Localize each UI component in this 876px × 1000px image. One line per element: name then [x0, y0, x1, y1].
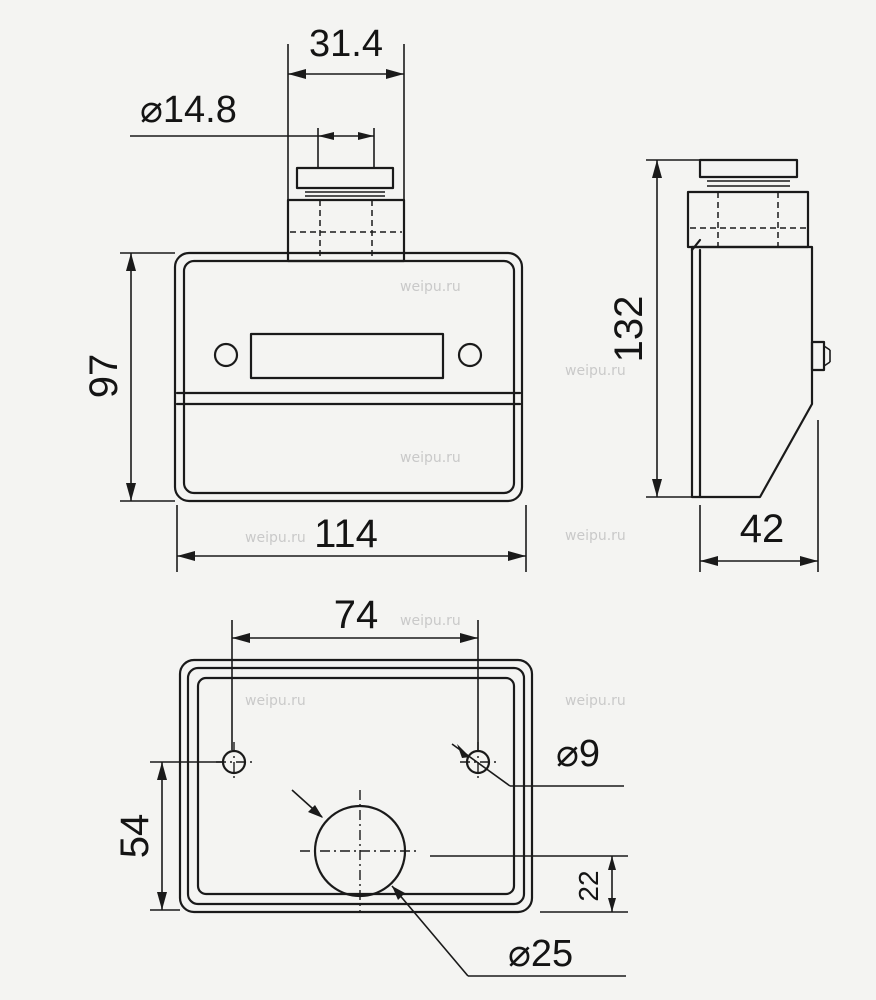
- gland-body: [286, 198, 406, 263]
- dim-depth-side: 42: [740, 507, 785, 551]
- watermark: weipu.ru: [565, 363, 626, 379]
- dim-width-front: 114: [314, 512, 378, 556]
- gland-nut: [295, 166, 395, 190]
- dim-width-top: 31.4: [309, 23, 383, 65]
- display-window: [249, 332, 445, 380]
- watermark: weipu.ru: [400, 450, 461, 466]
- dim-height-side: 132: [607, 296, 651, 363]
- screw-left: [213, 342, 239, 368]
- dim-mount-height: 54: [113, 814, 157, 859]
- watermark: weipu.ru: [245, 693, 306, 709]
- dim-thread-dia: ⌀14.8: [140, 89, 237, 131]
- dim-hole-spacing: 74: [334, 593, 379, 637]
- side-gland-nut: [698, 158, 799, 179]
- watermark: weipu.ru: [245, 530, 306, 546]
- front-view: 31.4 ⌀14.8 97 114: [82, 23, 527, 572]
- watermark: weipu.ru: [565, 528, 626, 544]
- side-gland-body: [686, 190, 810, 249]
- watermark: weipu.ru: [400, 613, 461, 629]
- watermarks: weipu.ru weipu.ru weipu.ru weipu.ru weip…: [245, 279, 626, 709]
- dim-height-front: 97: [82, 354, 126, 399]
- enclosure-outline: [173, 251, 524, 503]
- watermark: weipu.ru: [400, 279, 461, 295]
- screw-right: [457, 342, 483, 368]
- enclosure-inner: [182, 259, 516, 495]
- watermark: weipu.ru: [565, 693, 626, 709]
- side-body-outline: [690, 245, 814, 499]
- rear-view: 74 54 ⌀9 22 ⌀25: [113, 593, 628, 977]
- dim-entry-dia: ⌀25: [508, 933, 573, 975]
- dim-entry-offset: 22: [573, 870, 604, 901]
- dim-hole-dia: ⌀9: [556, 733, 600, 775]
- side-view: 132 42: [607, 158, 831, 572]
- side-screw: [810, 340, 826, 372]
